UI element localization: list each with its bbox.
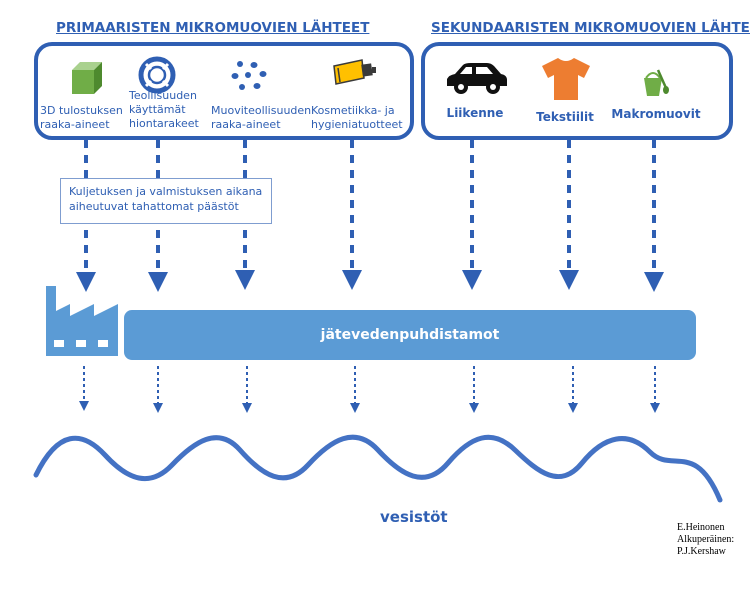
wastewater-treatment-bar: jätevedenpuhdistamot (124, 310, 696, 360)
secondary-sources-heading: SEKUNDAARISTEN MIKROMUOVIEN LÄHTEET (431, 20, 750, 36)
primary-sources-heading: PRIMAARISTEN MIKROMUOVIEN LÄHTEET (56, 20, 370, 36)
wastewater-treatment-label: jätevedenpuhdistamot (320, 327, 500, 343)
source-label-plastics-industry: Muoviteollisuuden raaka-aineet (211, 104, 312, 131)
water-bodies-label: vesistöt (380, 508, 448, 526)
source-label-traffic: Liikenne (446, 106, 504, 120)
bucket-spade-icon (644, 69, 669, 96)
source-label-textiles: Tekstiilit (536, 110, 594, 124)
source-label-industrial-abrasives: Teollisuuden käyttämät hiontarakeet (129, 89, 199, 130)
secondary-sources-box (421, 42, 733, 140)
lifebuoy-icon (138, 56, 176, 94)
cube-icon (72, 62, 102, 94)
tshirt-icon (542, 58, 590, 100)
unintentional-emissions-note: Kuljetuksen ja valmistuksen aikana aiheu… (60, 178, 272, 224)
water-wave (33, 434, 723, 503)
source-label-3d-printing: 3D tulostuksen raaka-aineet (40, 104, 123, 131)
primary-sources-box (34, 42, 414, 140)
source-label-macroplastics: Makromuovit (611, 107, 701, 121)
tube-icon (333, 59, 376, 85)
source-label-cosmetics: Kosmetiikka- ja hygieniatuotteet (311, 104, 403, 131)
car-icon (447, 63, 507, 94)
factory-icon (46, 286, 118, 356)
pellets-icon (231, 61, 267, 90)
credit-text: E.Heinonen Alkuperäinen: P.J.Kershaw (677, 522, 735, 557)
